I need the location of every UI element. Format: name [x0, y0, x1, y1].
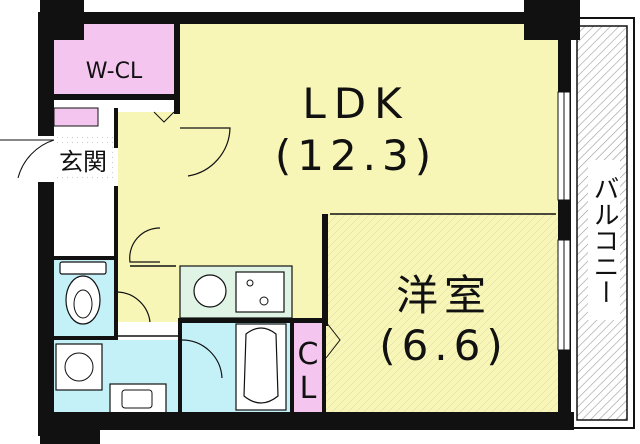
washing-machine-icon: [55, 343, 103, 391]
room-label-walk-in-closet: W-CL: [86, 59, 143, 84]
room-label-closet-bottom: L: [300, 371, 317, 406]
closet-floor: [292, 322, 324, 414]
room-size-western: (6.6): [379, 321, 509, 370]
shoe-shelf: [53, 107, 99, 127]
room-label-balcony: バルコニー: [589, 175, 619, 305]
doors: [0, 111, 341, 379]
kitchen-counter: [179, 265, 293, 319]
entrance-label-box: [54, 146, 112, 176]
toilet-icon: [59, 261, 107, 325]
balcony: [569, 17, 635, 429]
room-label-closet-top: C: [298, 337, 319, 372]
hall-floor: [118, 112, 180, 322]
room-size-ldk: (12.3): [275, 131, 437, 180]
wash-basin-icon: [109, 383, 167, 415]
partition-lines: [118, 213, 556, 337]
room-label-ldk: LDK: [302, 79, 409, 128]
windows: [557, 91, 571, 351]
bathtub-icon: [235, 323, 287, 411]
walls: [38, 0, 580, 444]
room-label-western: 洋室: [396, 271, 492, 320]
room-label-entrance: 玄関: [59, 148, 107, 176]
western-floor-pattern: [326, 214, 562, 414]
